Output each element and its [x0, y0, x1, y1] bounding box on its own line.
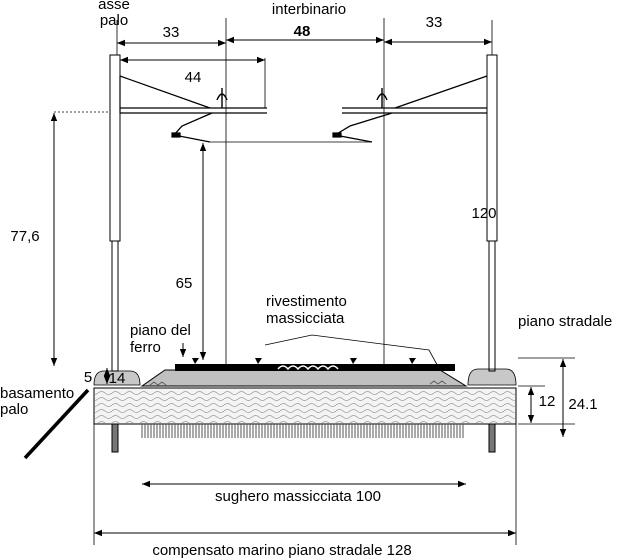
- label-asse-palo-1: asse: [98, 0, 130, 13]
- label-interbinario: interbinario: [272, 1, 346, 18]
- cantilever-right: [332, 75, 488, 143]
- label-piano-ferro-2: ferro: [130, 339, 161, 356]
- ballast-profile: [140, 369, 468, 387]
- dim-48: 48: [294, 23, 311, 40]
- dim-65: 65: [176, 275, 193, 292]
- label-rivestimento-1: rivestimento: [266, 293, 347, 310]
- cantilever-left: [119, 75, 267, 143]
- dimension-arrows: [23, 36, 567, 537]
- plywood-base: [93, 387, 517, 425]
- pole-foot-right: [467, 368, 517, 386]
- dim-120: 120: [471, 205, 496, 222]
- pole-left: [109, 54, 121, 453]
- dim-24-1: 24.1: [568, 396, 597, 413]
- axis-lines: [54, 18, 575, 545]
- track-rail: [175, 358, 455, 372]
- label-rivestimento-2: massicciata: [266, 310, 345, 327]
- label-sughero: sughero massicciata 100: [215, 488, 381, 505]
- label-basamento-2: palo: [0, 401, 28, 418]
- dim-44: 44: [185, 69, 202, 86]
- label-asse-palo-2: palo: [100, 12, 128, 29]
- dim-14: 14: [109, 370, 126, 387]
- dim-5: 5: [84, 369, 92, 386]
- dim-33-right: 33: [426, 14, 443, 31]
- dim-77-6: 77,6: [10, 228, 39, 245]
- label-piano-ferro-1: piano del: [130, 322, 191, 339]
- dim-12: 12: [539, 393, 556, 410]
- dim-33-left: 33: [163, 24, 180, 41]
- label-basamento-1: basamento: [0, 385, 74, 402]
- label-piano-stradale: piano stradale: [518, 313, 612, 330]
- label-compensato: compensato marino piano stradale 128: [152, 542, 411, 559]
- cork-underlay: [140, 424, 464, 438]
